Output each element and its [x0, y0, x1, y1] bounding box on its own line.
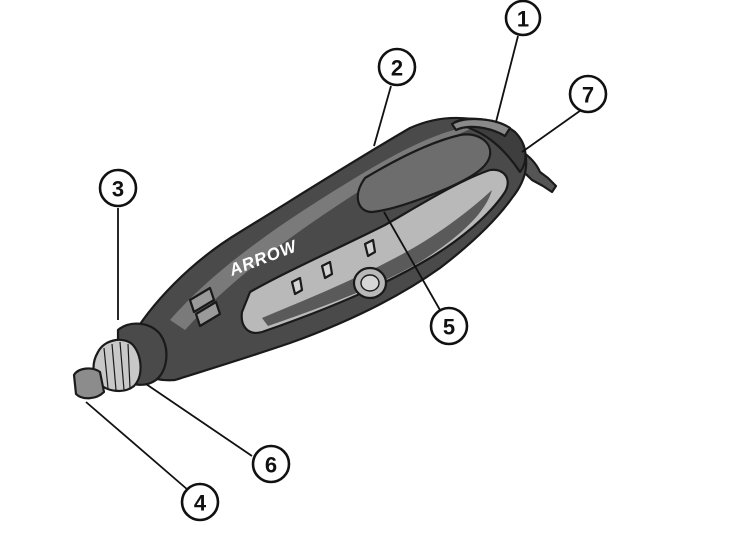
svg-text:3: 3 — [112, 177, 124, 202]
svg-text:2: 2 — [391, 56, 403, 81]
svg-text:6: 6 — [265, 453, 277, 478]
vent-slot-2 — [320, 260, 334, 280]
callout-4: 4 — [180, 482, 220, 522]
vent-slot-1 — [290, 276, 304, 296]
svg-text:1: 1 — [517, 7, 529, 32]
leader-4 — [85, 401, 189, 491]
leader-7 — [521, 107, 585, 153]
leader-lines — [85, 35, 585, 491]
grip-contour — [262, 190, 492, 326]
collar-ridges — [103, 341, 131, 391]
svg-text:5: 5 — [443, 315, 455, 340]
callout-1: 1 — [504, 0, 542, 37]
callout-2: 2 — [377, 47, 417, 87]
svg-text:7: 7 — [582, 83, 594, 108]
rotary-tool: ARROW — [72, 116, 558, 400]
spindle-lock-inner — [360, 274, 380, 292]
callout-6: 6 — [251, 444, 291, 484]
vent-slot-3 — [363, 238, 377, 258]
callout-7: 7 — [568, 74, 608, 114]
leader-2 — [373, 85, 392, 147]
leader-1 — [495, 35, 519, 123]
leader-6 — [145, 383, 253, 457]
leader-5 — [383, 211, 441, 311]
callout-5: 5 — [429, 306, 469, 346]
speed-dial — [450, 118, 512, 138]
collet-tip — [72, 367, 106, 400]
svg-text:4: 4 — [194, 491, 207, 516]
top-highlight — [170, 125, 480, 330]
callout-3: 3 — [98, 168, 138, 208]
front-vents — [188, 286, 222, 328]
top-grip-pad — [356, 133, 492, 214]
